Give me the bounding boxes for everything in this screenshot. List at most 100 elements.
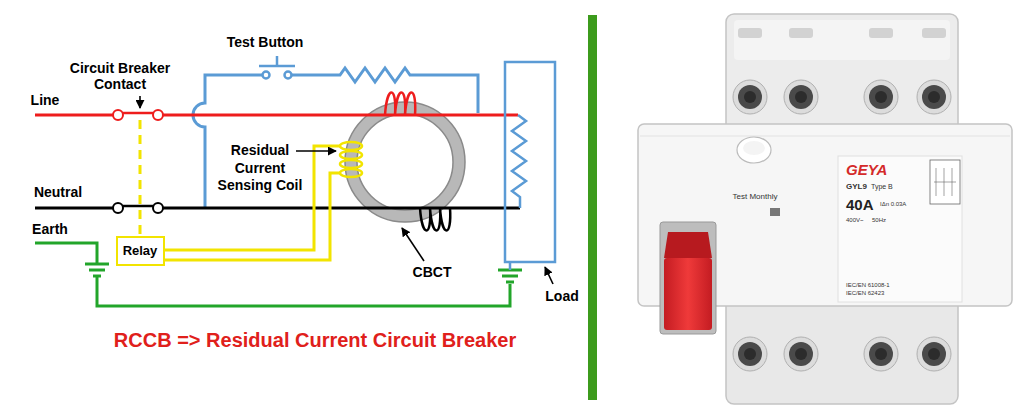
rccb-device-photo	[917, 80, 951, 114]
test-button-symbol	[285, 72, 292, 79]
neutral-wire	[163, 207, 520, 210]
divider-bar	[588, 15, 597, 400]
text-holder: Test Monthly	[733, 192, 778, 202]
text-holder: GEYA	[846, 161, 887, 179]
rccb-device-photo	[664, 232, 712, 258]
component-label: Circuit Breaker Contact	[64, 60, 176, 92]
model-number: GYL9	[846, 182, 867, 192]
rccb-device-photo	[738, 85, 762, 109]
rccb-device-photo	[726, 298, 958, 404]
load-symbol	[505, 62, 555, 262]
rccb-device-photo	[795, 348, 807, 360]
test-button-symbol	[276, 56, 279, 66]
rccb-device-photo	[733, 337, 767, 371]
title-holder: RCCB => Residual Current Circuit Breaker	[114, 328, 516, 352]
text-holder: 50Hz	[872, 217, 886, 224]
rccb-device-photo	[744, 348, 756, 360]
spec-text: 50Hz	[872, 217, 886, 224]
text-holder: IEC/EN 62423	[846, 290, 884, 297]
rccb-device-photo	[737, 137, 771, 163]
sensing-coil	[140, 120, 362, 260]
rccb-device-photo	[743, 141, 765, 155]
text-holder: 40A	[846, 196, 874, 214]
label-holder: Line	[31, 92, 60, 109]
rccb-device-photo	[660, 222, 716, 334]
rccb-device-photo	[869, 342, 893, 366]
relay-box: Relay	[116, 236, 165, 266]
rccb-device-photo	[875, 348, 887, 360]
label-holder: Load	[545, 288, 578, 305]
rccb-device-photo	[917, 337, 951, 371]
rccb-device-face: Test MonthlyGEYAGYL9Type B40AIΔn 0.03A40…	[640, 118, 1012, 306]
test-button-symbol	[263, 72, 270, 79]
text-holder: IΔn 0.03A	[880, 201, 906, 208]
earth-wire	[35, 243, 97, 264]
neutral-wire	[35, 203, 520, 231]
rccb-device-photo	[875, 91, 887, 103]
rccb-device-photo	[640, 136, 1010, 137]
label-holder: Residual Current Sensing Coil	[210, 142, 310, 195]
rccb-device-photo	[733, 80, 767, 114]
text-holder: IEC/EN 61008-1	[846, 282, 890, 289]
neutral-wire	[153, 203, 163, 213]
label-holder: CBCT	[413, 264, 452, 281]
earth-wire	[85, 263, 109, 266]
line-wire	[113, 110, 123, 120]
button-caption: Test Monthly	[733, 192, 778, 202]
rccb-device-photo	[838, 156, 962, 302]
line-wire	[35, 93, 518, 121]
rccb-device-photo	[664, 258, 712, 330]
brand-logo: GEYA	[846, 161, 887, 179]
rccb-device-photo	[770, 208, 780, 216]
line-wire	[385, 93, 415, 116]
rccb-device-photo	[789, 28, 813, 38]
rccb-device-photo	[789, 85, 813, 109]
standard-text: IEC/EN 62423	[846, 290, 884, 297]
rccb-device-photo	[869, 85, 893, 109]
neutral-wire	[123, 205, 153, 208]
test-button-symbol	[259, 56, 295, 79]
label-holder: Circuit Breaker Contact	[64, 60, 176, 92]
neutral-wire	[420, 208, 450, 231]
diagram-title: RCCB => Residual Current Circuit Breaker	[114, 328, 516, 352]
wire-label: Line	[31, 92, 60, 109]
rccb-device-photo	[864, 80, 898, 114]
leader-arrow	[140, 96, 553, 284]
leader-arrow	[402, 228, 424, 261]
cbct-toroid	[351, 108, 459, 216]
text-holder: GYL9	[846, 182, 867, 192]
component-label: Test Button	[227, 34, 304, 51]
load-symbol	[512, 115, 526, 208]
leader-arrow	[545, 267, 553, 284]
earth-wire	[97, 276, 510, 306]
rccb-device-photo	[734, 20, 950, 60]
rccb-device-photo	[638, 14, 1012, 404]
wire-label: Neutral	[34, 184, 82, 201]
cbct-toroid	[345, 102, 465, 222]
rccb-device-photo	[928, 348, 940, 360]
leader-arrow	[139, 96, 141, 108]
rccb-device-photo	[922, 342, 946, 366]
sensing-coil	[340, 142, 362, 150]
rccb-device-photo	[928, 91, 940, 103]
wire-label: Earth	[32, 221, 68, 238]
earth-wire	[35, 243, 522, 306]
rccb-device-photo	[864, 337, 898, 371]
rccb-device-photo	[869, 28, 893, 38]
sensing-coil	[139, 120, 142, 234]
spec-text: 400V~	[846, 217, 864, 224]
rccb-device-photo	[922, 28, 946, 38]
rccb-device-photo	[726, 14, 958, 136]
label-holder: Neutral	[34, 184, 82, 201]
relay-label: Relay	[123, 243, 158, 259]
rccb-device-photo	[784, 337, 818, 371]
spec-text: IΔn 0.03A	[880, 201, 906, 208]
component-label: Residual Current Sensing Coil	[210, 142, 310, 195]
rccb-device-photo	[922, 85, 946, 109]
sensing-coil	[340, 151, 362, 159]
earth-wire	[506, 281, 514, 284]
rccb-device-photo	[738, 342, 762, 366]
